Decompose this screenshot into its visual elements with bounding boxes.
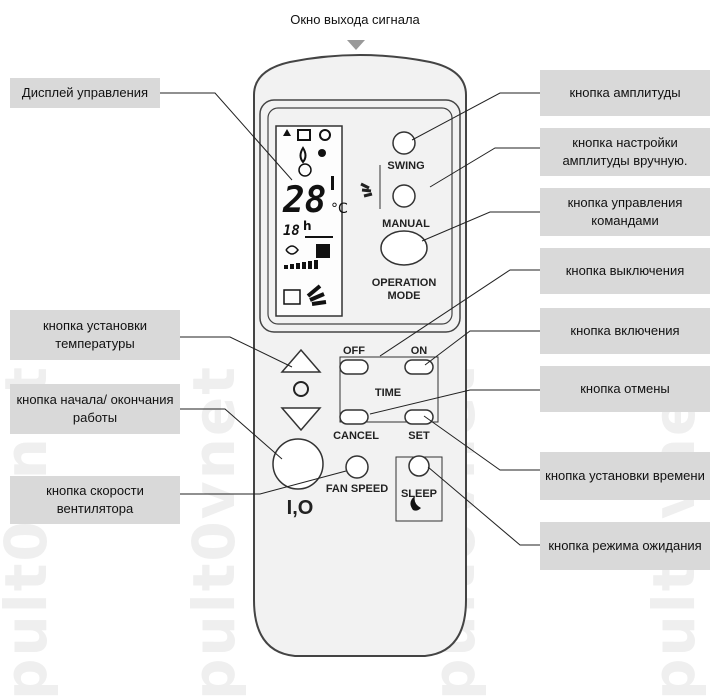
label-power: кнопка начала/ окончания работы — [10, 384, 180, 434]
lcd-screen — [275, 125, 343, 317]
time-label: TIME — [374, 387, 402, 399]
label-set: кнопка установки времени — [540, 452, 710, 500]
swing-icon — [285, 245, 299, 255]
swing-steps-icon — [360, 182, 373, 198]
operation-label: OPERATION — [371, 277, 437, 289]
label-temp: кнопка установки температуры — [10, 310, 180, 360]
signal-window-title: Окно выхода сигнала — [290, 12, 420, 27]
signal-arrow-icon — [347, 40, 365, 50]
lcd-unit: °C — [331, 201, 348, 217]
sleep-button — [408, 455, 430, 477]
dry-mode-icon — [299, 146, 307, 164]
temp-down-button — [280, 407, 322, 432]
off-label: OFF — [343, 345, 365, 357]
temperature-icon — [293, 381, 309, 397]
sleep-moon-icon — [410, 496, 421, 511]
display-frame — [259, 99, 461, 333]
lcd-temperature: 28 — [282, 180, 326, 221]
mode-label: MODE — [387, 290, 421, 302]
on-button — [404, 359, 434, 375]
label-fan: кнопка скорости вентилятора — [10, 476, 180, 524]
off-button — [339, 359, 369, 375]
fan-speed-label: FAN SPEED — [325, 483, 389, 495]
operation-mode-button — [380, 230, 428, 266]
lcd-hour-unit: h — [303, 219, 312, 233]
swing-button — [392, 131, 416, 155]
power-label: I,O — [286, 497, 314, 519]
fan-mode-icon — [318, 149, 326, 157]
fan-speed-button — [345, 455, 369, 479]
manual-button — [392, 184, 416, 208]
cancel-label: CANCEL — [333, 430, 379, 442]
label-manual: кнопка настройки амплитуды вручную. — [540, 128, 710, 176]
label-on: кнопка включения — [540, 308, 710, 354]
label-display: Дисплей управления — [10, 78, 160, 108]
sleep-label: SLEEP — [400, 488, 438, 500]
label-sleep: кнопка режима ожидания — [540, 522, 710, 570]
label-operation: кнопка управления командами — [540, 188, 710, 236]
heat-mode-icon — [319, 129, 331, 141]
label-swing: кнопка амплитуды — [540, 70, 710, 116]
thermometer-icon — [331, 176, 334, 190]
lcd-hours: 18 — [283, 223, 300, 239]
cool-mode-icon — [297, 129, 311, 141]
set-label: SET — [408, 430, 430, 442]
fan-speed-icon — [316, 244, 330, 258]
set-button — [404, 409, 434, 425]
label-cancel: кнопка отмены — [540, 366, 710, 412]
manual-label: MANUAL — [382, 218, 430, 230]
sun-icon — [298, 163, 312, 177]
louver-icon — [283, 289, 301, 305]
leader-lines — [160, 92, 540, 546]
power-button — [272, 438, 324, 490]
label-off: кнопка выключения — [540, 248, 710, 294]
airflow-indicator — [306, 284, 327, 306]
swing-label: SWING — [387, 160, 425, 172]
cancel-button — [339, 409, 369, 425]
remote-diagram: 28 °C 18 h — [160, 40, 540, 657]
auto-mode-icon — [283, 129, 291, 136]
on-label: ON — [410, 345, 428, 357]
